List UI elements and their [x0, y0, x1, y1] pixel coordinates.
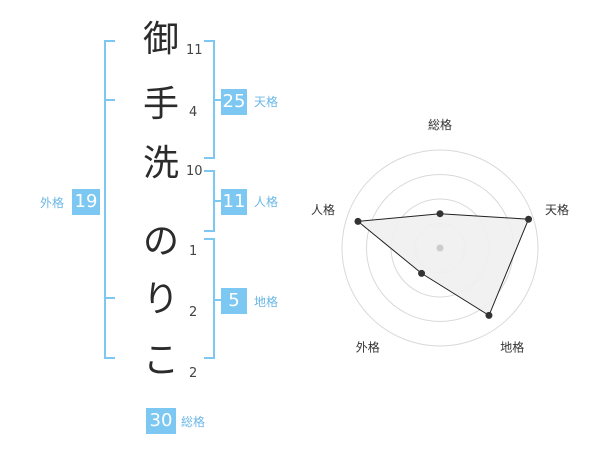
surname-char-1: 御 [142, 19, 179, 60]
radar-shape [356, 213, 530, 317]
radar-point-1 [436, 210, 444, 218]
soukaku-label: 総格 [181, 415, 206, 429]
jinkaku-label: 人格 [254, 195, 279, 209]
radar-axis-label-3: 地格 [500, 340, 524, 355]
chikaku-bracket [204, 238, 215, 359]
given-stroke-3: 2 [189, 366, 198, 381]
jinkaku-badge: 11 [221, 189, 247, 215]
radar-axis-label-5: 人格 [311, 202, 335, 217]
radar-axis-label-1: 総格 [428, 117, 452, 132]
surname-stroke-2: 4 [189, 105, 198, 120]
radar-point-3 [485, 311, 493, 319]
surname-stroke-3: 10 [186, 164, 203, 179]
tenkaku-label: 天格 [254, 95, 279, 109]
radar-point-5 [354, 217, 362, 225]
given-char-2: り [142, 279, 179, 320]
radar-axis-label-2: 天格 [545, 202, 569, 217]
given-char-1: の [142, 221, 179, 262]
radar-point-2 [525, 215, 533, 223]
radar-ring-4 [341, 149, 539, 347]
given-stroke-2: 2 [189, 305, 198, 320]
radar-points [354, 210, 533, 319]
soukaku-badge: 30 [146, 408, 176, 434]
given-char-3: こ [142, 340, 179, 381]
radar-center [436, 244, 444, 252]
chikaku-badge: 5 [221, 288, 247, 314]
surname-char-3: 洗 [142, 143, 179, 184]
gaikaku-badge: 19 [72, 189, 100, 215]
tenkaku-badge: 25 [221, 89, 247, 115]
surname-stroke-1: 11 [186, 43, 203, 58]
given-stroke-1: 1 [189, 244, 198, 259]
chikaku-label: 地格 [254, 295, 279, 309]
surname-char-2: 手 [142, 84, 179, 125]
radar-axis-label-4: 外格 [356, 340, 380, 355]
radar-point-4 [418, 269, 426, 277]
gaikaku-label: 外格 [40, 196, 65, 210]
gaikaku-bracket [104, 40, 115, 359]
